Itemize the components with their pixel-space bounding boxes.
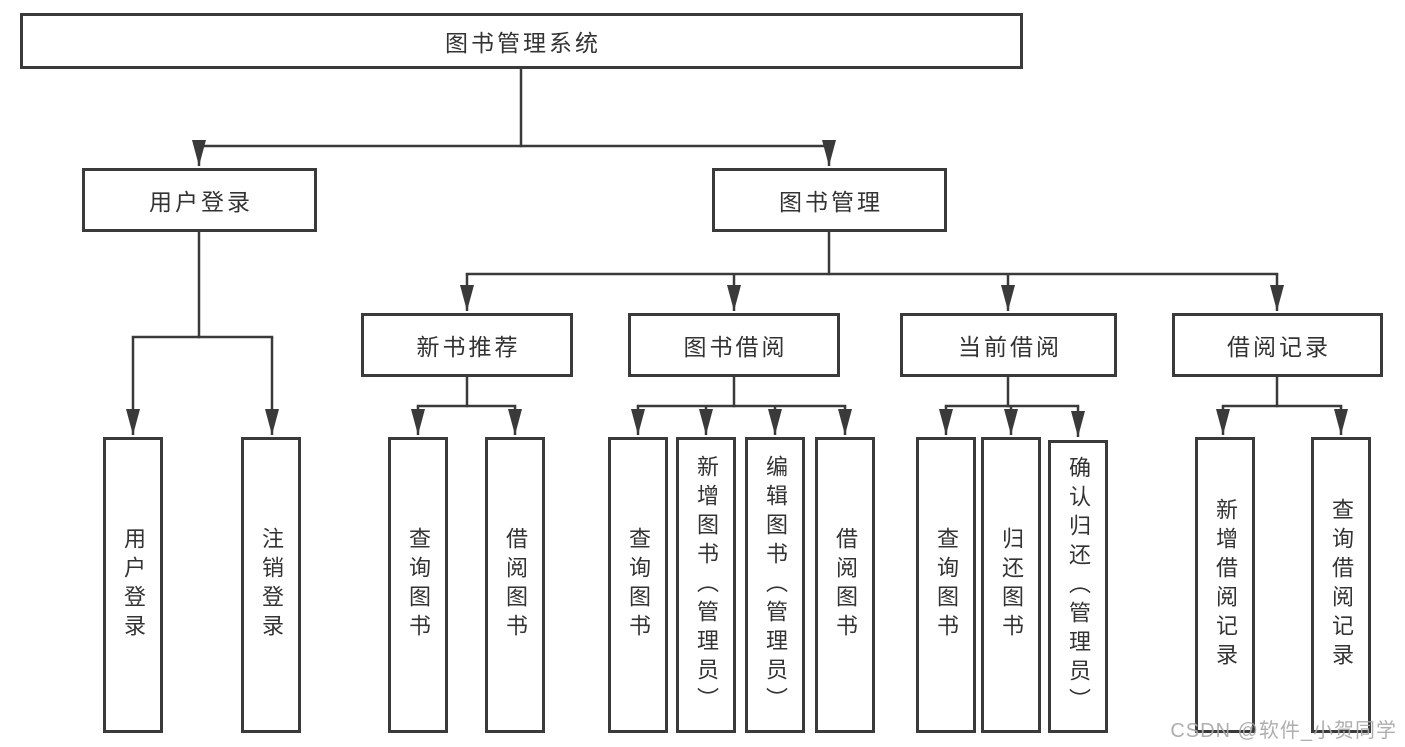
leaf-return-books: 归还图书 <box>981 437 1041 733</box>
node-label: 注销登录 <box>259 527 284 643</box>
node-label: 编辑图书（管理员） <box>763 454 788 716</box>
leaf-query-books: 查询图书 <box>388 437 448 733</box>
node-label: 新书推荐 <box>416 334 521 360</box>
node-label: 图书借阅 <box>683 334 788 360</box>
leaf-query-books: 查询图书 <box>916 437 976 733</box>
node-current-borrow: 当前借阅 <box>900 313 1117 377</box>
node-label: 借阅图书 <box>503 527 528 643</box>
node-user-login: 用户登录 <box>82 168 317 232</box>
node-book-management: 图书管理 <box>712 168 947 232</box>
node-label: 确认归还（管理员） <box>1066 456 1091 717</box>
leaf-borrow-books: 借阅图书 <box>815 437 875 733</box>
node-label: 用户登录 <box>149 189 253 215</box>
node-label: 归还图书 <box>999 527 1024 643</box>
node-label: 当前借阅 <box>958 334 1062 360</box>
leaf-borrow-books: 借阅图书 <box>485 437 545 733</box>
csdn-watermark: CSDN @软件_小贺同学 <box>1170 720 1397 742</box>
node-label: 用户登录 <box>121 527 146 643</box>
connector-newbooks-to-leaves <box>411 375 522 435</box>
connector-root-to-level2 <box>192 67 836 166</box>
node-label: 查询图书 <box>934 527 959 643</box>
node-label: 借阅图书 <box>833 527 858 643</box>
connector-borrow-to-leaves <box>631 375 852 435</box>
leaf-logout: 注销登录 <box>241 437 301 733</box>
node-label: 查询借阅记录 <box>1329 498 1354 672</box>
node-new-book-recommend: 新书推荐 <box>361 313 573 377</box>
node-label: 借阅记录 <box>1227 334 1331 360</box>
node-borrow-records: 借阅记录 <box>1172 313 1383 377</box>
leaf-query-books: 查询图书 <box>608 437 668 733</box>
leaf-confirm-return-admin: 确认归还（管理员） <box>1048 440 1108 733</box>
node-label: 查询图书 <box>406 527 431 643</box>
node-label: 查询图书 <box>626 527 651 643</box>
connector-current-to-leaves <box>939 375 1085 437</box>
connector-records-to-leaves <box>1216 375 1348 435</box>
leaf-add-books-admin: 新增图书（管理员） <box>676 437 736 733</box>
node-label: 图书管理系统 <box>445 30 601 56</box>
node-label: 新增图书（管理员） <box>694 454 719 716</box>
node-book-borrow: 图书借阅 <box>628 313 840 377</box>
leaf-user-login: 用户登录 <box>103 437 163 733</box>
leaf-query-borrow-record: 查询借阅记录 <box>1311 437 1371 733</box>
node-label: 图书管理 <box>779 189 883 215</box>
connector-login-to-leaves <box>126 230 279 435</box>
connector-mgmt-to-level3 <box>460 230 1284 311</box>
node-label: 新增借阅记录 <box>1213 498 1238 672</box>
leaf-add-borrow-record: 新增借阅记录 <box>1195 437 1255 733</box>
node-system-root: 图书管理系统 <box>20 13 1023 69</box>
leaf-edit-books-admin: 编辑图书（管理员） <box>745 437 805 733</box>
